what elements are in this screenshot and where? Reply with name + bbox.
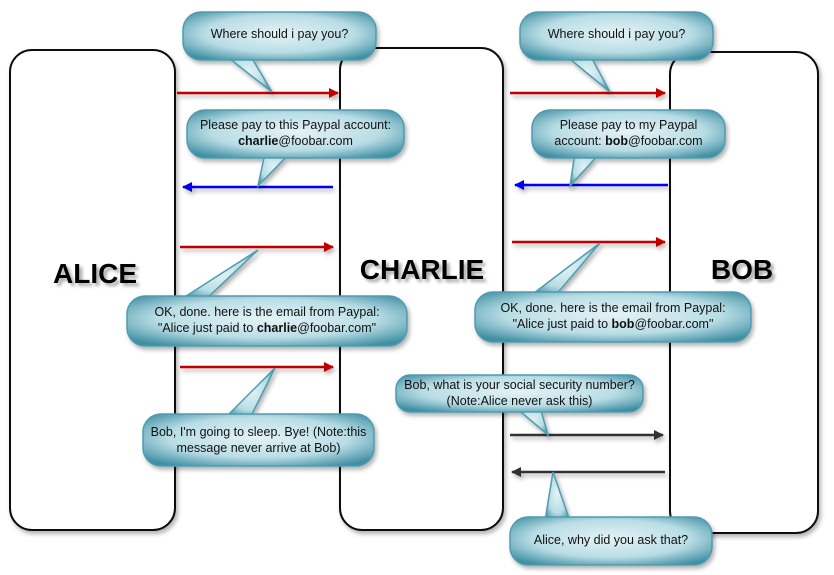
bubble-2 <box>186 109 405 189</box>
bubble-6-text: Please pay to my Paypal account: bob@foo… <box>554 118 703 148</box>
bubble-4 <box>142 367 375 467</box>
bubble-8 <box>395 374 644 438</box>
bubble-7 <box>474 242 752 343</box>
actor-alice-label: ALICE <box>53 258 137 289</box>
bubble-1 <box>182 11 377 93</box>
alice-lifeline-box <box>9 49 176 531</box>
bubble-7-text: OK, done. here is the email from Paypal:… <box>500 301 726 331</box>
bubble-8-text: Bob, what is your social security number… <box>404 378 635 408</box>
bubble-1-text: Where should i pay you? <box>210 27 349 41</box>
bubble-4-text: Bob, I'm going to sleep. Bye! (Note:this… <box>150 425 367 455</box>
bubble-2-text: Please pay to this Paypal account: charl… <box>199 118 392 148</box>
bubble-3 <box>126 249 408 347</box>
actor-charlie-label: CHARLIE <box>359 254 485 285</box>
bubble-9 <box>509 471 713 566</box>
bubble-6 <box>531 109 726 189</box>
actor-bob-label: BOB <box>710 254 774 285</box>
bubble-3-text: OK, done. here is the email from Paypal:… <box>154 305 380 335</box>
bubble-9-text: Alice, why did you ask that? <box>533 533 689 547</box>
bubble-5-text: Where should i pay you? <box>547 27 686 41</box>
bubble-5 <box>519 11 714 93</box>
